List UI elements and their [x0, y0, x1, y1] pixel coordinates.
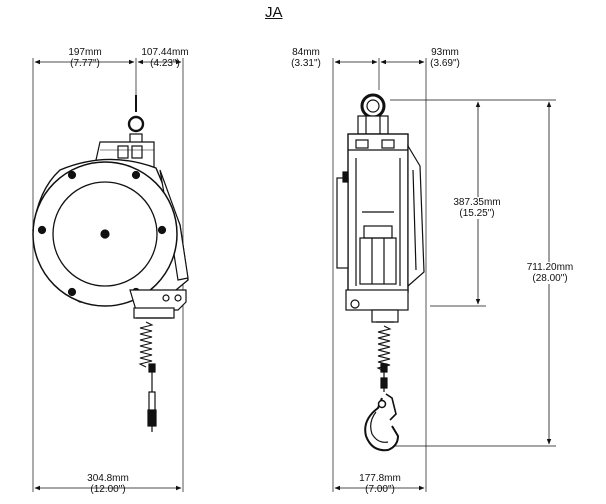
front-top-right-dim: 107.44mm (4.23") [141, 47, 189, 69]
side-view [332, 58, 556, 492]
front-bottom-dim: 304.8mm (12.00") [87, 473, 129, 495]
side-top-left-dim: 84mm (3.31") [291, 47, 321, 69]
drawing-title: JA [265, 4, 283, 21]
side-top-right-dim: 93mm (3.69") [430, 47, 460, 69]
side-overall-height-dim: 711.20mm (28.00") [518, 262, 582, 284]
front-view [32, 58, 189, 492]
side-bottom-dim: 177.8mm (7.00") [359, 473, 401, 495]
side-body-height-dim: 387.35mm (15.25") [442, 197, 512, 219]
front-top-left-dim: 197mm (7.77") [68, 47, 102, 69]
